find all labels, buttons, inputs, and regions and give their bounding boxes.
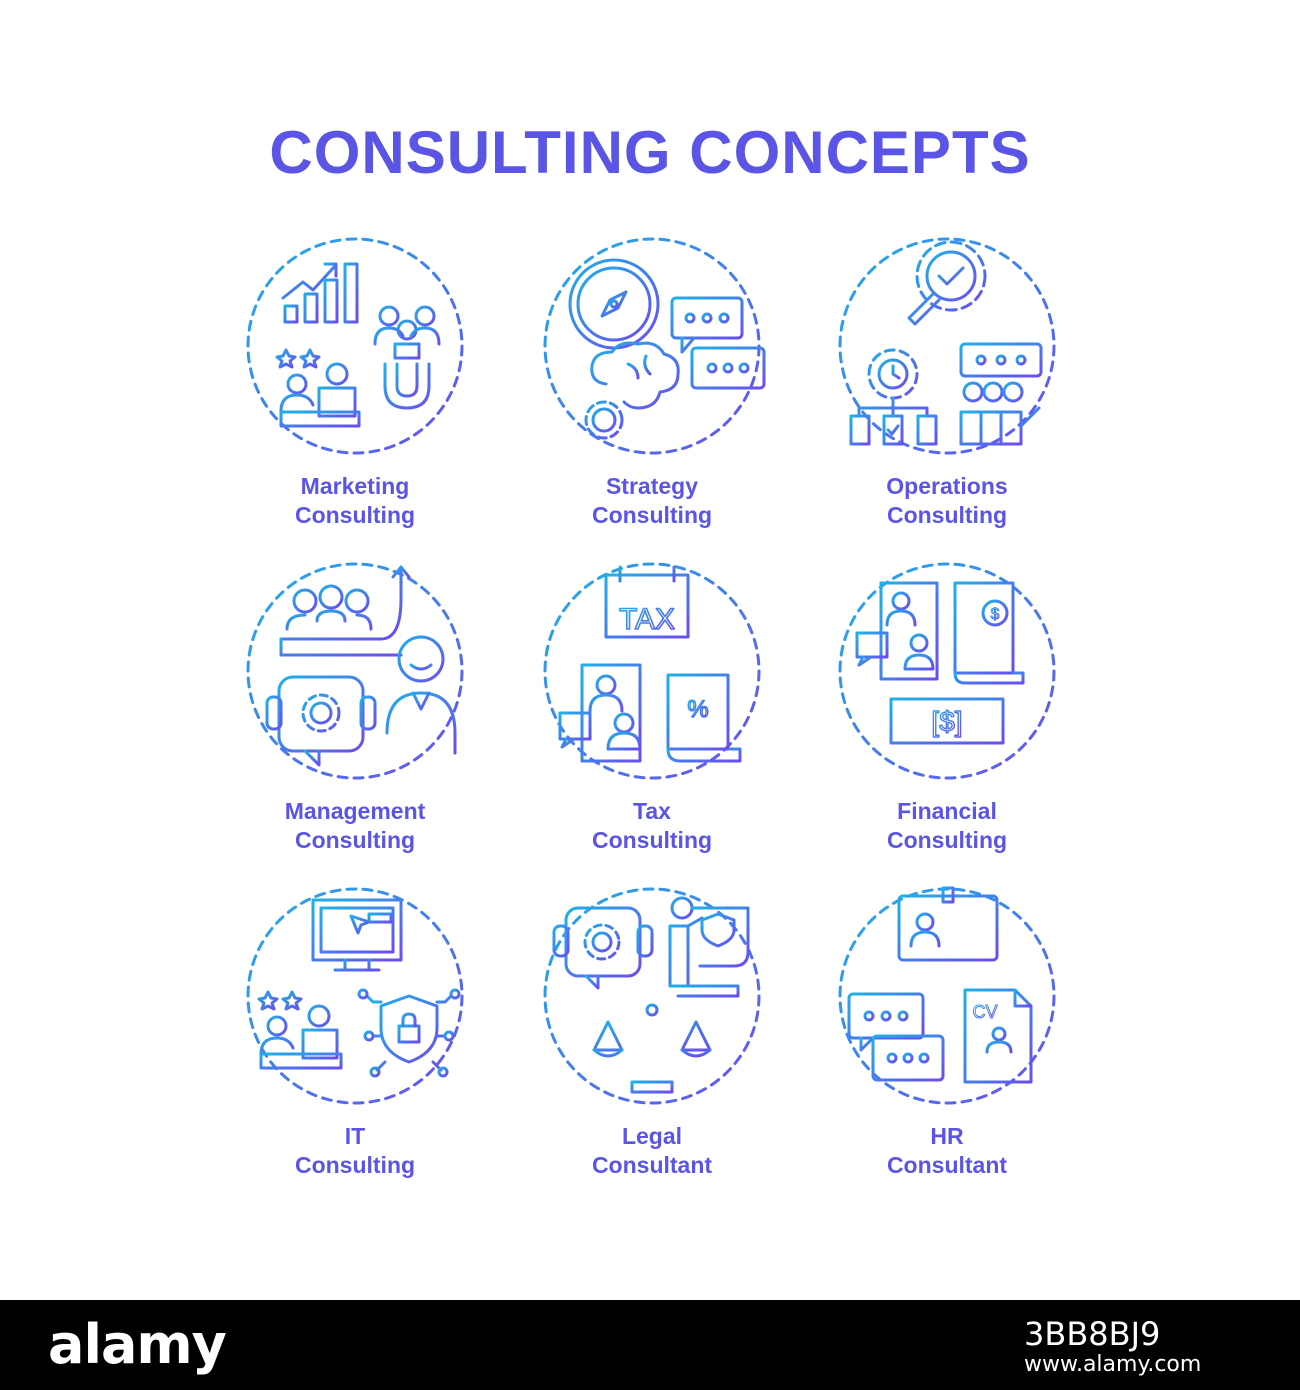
label-line2: Consulting (886, 502, 1008, 528)
label-line1: Marketing (300, 473, 410, 499)
label-line2: Consulting (294, 827, 416, 853)
label-line1: Strategy (605, 473, 699, 499)
tax-text: TAX (619, 603, 675, 636)
label-line2: Consultant (886, 1152, 1008, 1178)
legal-icon (543, 887, 761, 1105)
site-url: www.alamy.com (1024, 1352, 1202, 1377)
label-line1: Management (284, 798, 426, 824)
label-line2: Consulting (591, 502, 713, 528)
it-icon (246, 887, 464, 1105)
concept-label: Marketing Consulting (205, 472, 505, 530)
financial-icon: $ [$] (838, 562, 1056, 780)
label-line1: HR (930, 1123, 964, 1149)
label-line1: Operations (886, 473, 1008, 499)
cv-text: CV (972, 1002, 997, 1022)
label-line2: Consulting (886, 827, 1008, 853)
concept-label: Operations Consulting (797, 472, 1097, 530)
label-line1: Financial (897, 798, 997, 824)
label-line1: Legal (621, 1123, 683, 1149)
brand-wordmark: alamy (48, 1313, 227, 1376)
label-line2: Consulting (591, 827, 713, 853)
label-line2: Consultant (591, 1152, 713, 1178)
marketing-icon (246, 237, 464, 455)
management-icon (246, 562, 464, 780)
watermark-bar (0, 1300, 1300, 1390)
image-id: 3BB8BJ9 (1024, 1315, 1161, 1353)
label-line2: Consulting (294, 502, 416, 528)
concept-label: Strategy Consulting (502, 472, 802, 530)
label-line2: Consulting (294, 1152, 416, 1178)
percent-text: % (687, 696, 708, 723)
concept-label: HR Consultant (797, 1122, 1097, 1180)
concept-label: IT Consulting (205, 1122, 505, 1180)
concept-label: Legal Consultant (502, 1122, 802, 1180)
concept-label: Financial Consulting (797, 797, 1097, 855)
concept-label: Management Consulting (205, 797, 505, 855)
concept-label: Tax Consulting (502, 797, 802, 855)
dollar-text: $ (991, 606, 1000, 623)
page-title: CONSULTING CONCEPTS (269, 119, 1031, 186)
hr-icon: CV (838, 886, 1056, 1105)
strategy-icon (543, 237, 766, 455)
label-line1: IT (344, 1123, 366, 1149)
money-text: [$] (931, 706, 962, 737)
label-line1: Tax (633, 798, 671, 824)
tax-icon: TAX % (543, 562, 761, 780)
operations-icon (838, 237, 1056, 455)
